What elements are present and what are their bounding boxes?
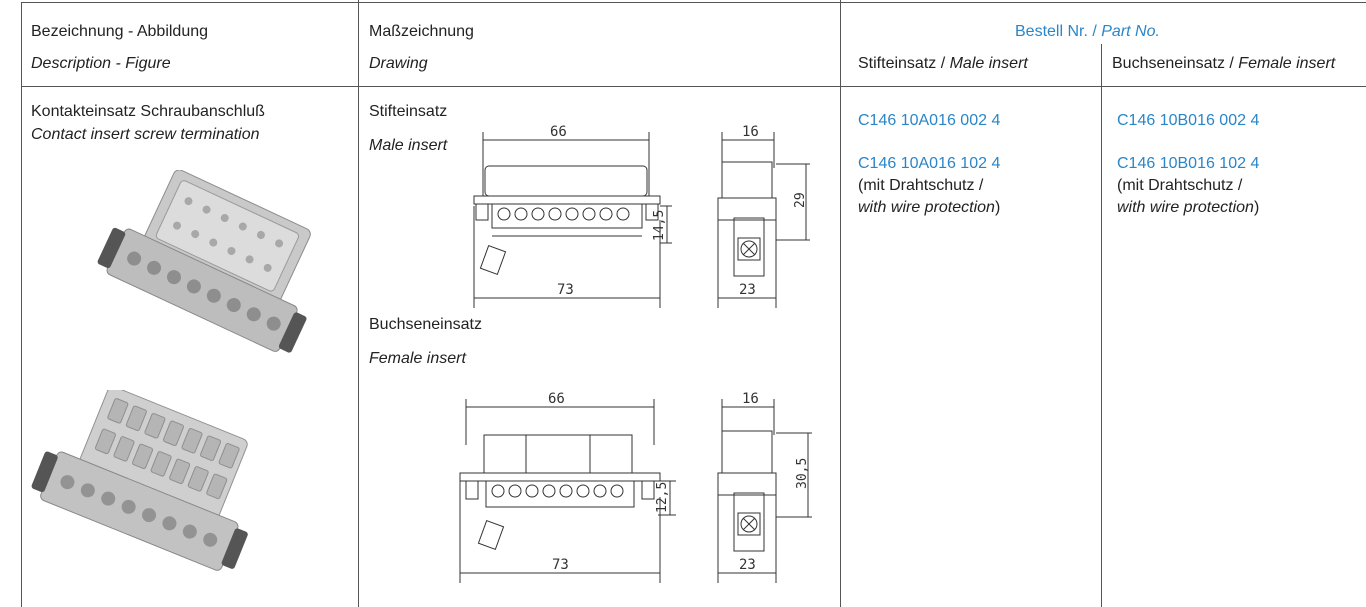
header-male-en: Male insert (949, 55, 1028, 72)
header-part-no-de: Bestell Nr. / (1015, 23, 1102, 40)
male-note-de: (mit Drahtschutz / (858, 177, 984, 194)
drawing-male-label-en: Male insert (369, 137, 448, 154)
header-drawing-en: Drawing (369, 55, 428, 72)
female-note-en-line: with wire protection) (1117, 197, 1259, 219)
male-front-drawing: 66 14,5 73 (473, 124, 672, 308)
male-note-en-line: with wire protection) (858, 197, 1000, 219)
description-en: Contact insert screw termination (31, 126, 260, 143)
male-side-bottom-width: 23 (739, 282, 756, 298)
male-part-number-2: C146 10A016 102 4 (858, 155, 1001, 172)
male-note-close: ) (994, 199, 1001, 216)
column-divider-3 (1101, 44, 1102, 607)
header-drawing-de: Maßzeichnung (369, 23, 474, 40)
male-front-top-width: 66 (550, 124, 567, 140)
male-side-height: 29 (793, 192, 808, 208)
header-part-no-en: Part No. (1101, 23, 1160, 40)
column-divider-1 (358, 0, 359, 607)
header-description-de: Bezeichnung - Abbildung (31, 23, 209, 40)
female-side-top-width: 16 (742, 391, 759, 407)
header-female-de: Buchseneinsatz / (1112, 55, 1239, 72)
female-part-number-2: C146 10B016 102 4 (1117, 155, 1260, 172)
male-front-bottom-width: 73 (557, 282, 574, 298)
male-part-number-1: C146 10A016 002 4 (858, 112, 1001, 129)
header-description-en: Description - Figure (31, 55, 171, 72)
header-female-insert: Buchseneinsatz / Female insert (1112, 53, 1335, 75)
drawing-female-label-en: Female insert (369, 350, 466, 367)
female-side-bottom-width: 23 (739, 557, 756, 573)
female-note-de: (mit Drahtschutz / (1117, 177, 1243, 194)
female-side-height: 30,5 (795, 458, 810, 489)
column-divider-left (21, 2, 22, 607)
female-front-height: 12,5 (655, 482, 670, 513)
male-side-drawing: 16 29 23 (717, 124, 810, 308)
header-female-en: Female insert (1238, 55, 1336, 72)
header-bottom-border (21, 86, 1366, 87)
female-note-en: with wire protection (1117, 199, 1254, 216)
header-male-de: Stifteinsatz / (858, 55, 950, 72)
female-front-bottom-width: 73 (552, 557, 569, 573)
female-insert-photo (31, 390, 248, 571)
female-side-drawing: 16 30,5 23 (717, 391, 812, 583)
header-part-no: Bestell Nr. / Part No. (1015, 21, 1160, 43)
male-side-top-width: 16 (742, 124, 759, 140)
header-top-border (21, 2, 1366, 3)
description-de: Kontakteinsatz Schraubanschluß (31, 103, 265, 120)
female-front-drawing: 66 12,5 73 (459, 391, 676, 583)
column-divider-2 (840, 0, 841, 607)
header-male-insert: Stifteinsatz / Male insert (858, 53, 1028, 75)
male-insert-photo (97, 170, 311, 353)
drawing-male-label-de: Stifteinsatz (369, 103, 448, 120)
female-front-top-width: 66 (548, 391, 565, 407)
drawing-female-label-de: Buchseneinsatz (369, 316, 482, 333)
male-note-en: with wire protection (858, 199, 995, 216)
female-note-close: ) (1253, 199, 1260, 216)
female-part-number-1: C146 10B016 002 4 (1117, 112, 1260, 129)
